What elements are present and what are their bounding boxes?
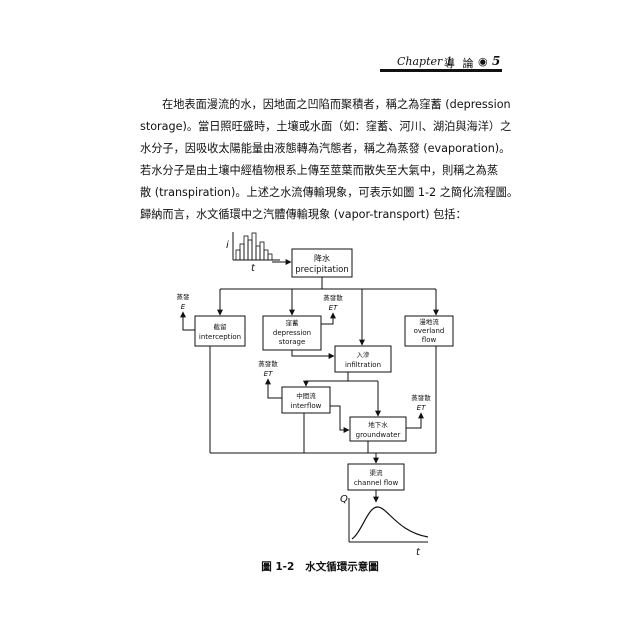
header-bullet-icon: ◉	[478, 55, 488, 68]
hyetograph-y-label: i	[226, 240, 229, 251]
overland-en2: flow	[422, 336, 437, 344]
evap-et3-en: ET	[417, 404, 426, 412]
hydrograph-x-label: t	[416, 547, 421, 558]
evap-e-zh: 蒸發	[177, 292, 191, 301]
evap-et3-zh: 蒸發散	[411, 393, 431, 402]
header-chapter: Chapter 1	[397, 55, 453, 68]
depression-en2: storage	[279, 338, 306, 346]
groundwater-en: groundwater	[356, 431, 401, 439]
hydrograph-y-label: Q	[340, 494, 348, 505]
paragraph-line: 若水分子是由土壤中經植物根系上傳至莖葉而散失至大氣中，則稱之為蒸	[140, 164, 499, 177]
header-title: 導 論	[444, 57, 476, 70]
interception-en: interception	[199, 333, 241, 341]
hydrograph: Q t	[340, 494, 429, 558]
flowchart-diagram: i t 降水 precipitation 截留 interception 窪蓄 …	[177, 232, 454, 558]
paragraph-line: 歸納而言，水文循環中之汽體傳輸現象 (vapor-transport) 包括：	[140, 208, 467, 221]
overland-zh: 漫地流	[419, 317, 439, 326]
box-interflow	[281, 386, 331, 414]
interception-zh: 截留	[214, 322, 227, 331]
overland-en1: overland	[414, 327, 445, 335]
hyetograph-bars	[235, 232, 273, 261]
channel-zh: 渠流	[370, 468, 384, 477]
paragraph-line: 水分子，因吸收太陽能量由液態轉為汽態者，稱之為蒸發 (evaporation)。	[140, 142, 511, 155]
caption-text: 水文循環示意圖	[305, 561, 379, 573]
box-interception	[194, 315, 246, 347]
groundwater-zh: 地下水	[368, 420, 388, 429]
box-infiltration	[334, 345, 392, 373]
caption-label: 圖 1-2	[261, 561, 295, 573]
evap-et1-en: ET	[329, 304, 338, 312]
interflow-zh: 中間流	[296, 391, 316, 400]
depression-zh: 窪蓄	[286, 318, 300, 327]
box-groundwater	[349, 416, 407, 442]
hydrograph-curve	[351, 506, 429, 540]
paragraph-line: 在地表面漫流的水，因地面之凹陷而聚積者，稱之為窪蓄 (depression	[162, 98, 511, 111]
page-number: 5	[492, 54, 501, 68]
box-depression-storage	[262, 315, 322, 351]
evap-et2-zh: 蒸發散	[258, 359, 278, 368]
evap-e-en: E	[181, 303, 186, 311]
page-header: Chapter 1 導 論 ◉ 5	[380, 54, 520, 72]
evap-et1-zh: 蒸發散	[323, 293, 343, 302]
interflow-en: interflow	[291, 402, 322, 410]
infiltration-en: infiltration	[345, 361, 381, 369]
infiltration-zh: 入滲	[357, 351, 371, 359]
channel-en: channel flow	[354, 479, 399, 487]
precipitation-en: precipitation	[295, 265, 349, 275]
box-overland-flow	[404, 315, 454, 347]
depression-en1: depression	[273, 329, 311, 337]
precipitation-zh: 降水	[314, 253, 330, 263]
header-rule	[380, 69, 502, 72]
paragraph-line: 散 (transpiration)。上述之水流傳輸現象，可表示如圖 1-2 之簡…	[140, 186, 519, 199]
paragraph-line: storage)。當日照旺盛時，土壤或水面（如：窪蓄、河川、湖泊與海洋）之	[140, 120, 512, 133]
box-precipitation	[291, 248, 353, 278]
hydrologic-cycle-figure: i t 降水 precipitation 截留 interception 窪蓄 …	[160, 225, 480, 565]
hyetograph-x-label: t	[251, 263, 256, 274]
evap-et2-en: ET	[264, 370, 273, 378]
body-paragraph: 在地表面漫流的水，因地面之凹陷而聚積者，稱之為窪蓄 (depression st…	[140, 94, 519, 226]
hyetograph: i t	[226, 232, 280, 274]
figure-caption: 圖 1-2 水文循環示意圖	[0, 559, 640, 574]
flow-arrows	[180, 277, 439, 464]
